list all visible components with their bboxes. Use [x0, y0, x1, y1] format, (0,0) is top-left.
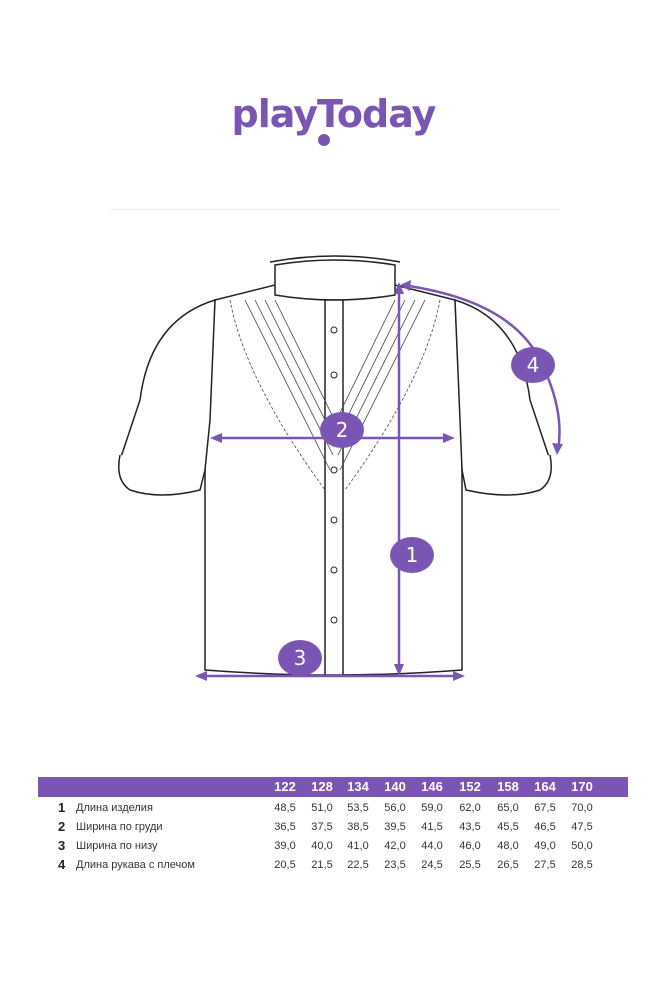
table-cell: 47,5 [571, 821, 593, 833]
row-label: Длина изделия [76, 802, 153, 814]
table-cell: 62,0 [459, 802, 481, 814]
table-cell: 48,0 [497, 840, 519, 852]
svg-text:3: 3 [294, 646, 307, 670]
table-cell: 20,5 [274, 859, 296, 871]
table-cell: 49,0 [534, 840, 556, 852]
table-cell: 39,5 [384, 821, 406, 833]
row-number: 4 [58, 857, 66, 872]
row-number: 1 [58, 800, 66, 815]
size-header-146: 146 [421, 779, 443, 794]
divider [110, 209, 560, 210]
measure-marker-4: 4 [511, 347, 555, 383]
table-cell: 65,0 [497, 802, 519, 814]
size-header-128: 128 [311, 779, 333, 794]
size-header-152: 152 [459, 779, 481, 794]
table-cell: 39,0 [274, 840, 296, 852]
table-cell: 24,5 [421, 859, 443, 871]
table-cell: 70,0 [571, 802, 593, 814]
svg-text:2: 2 [336, 418, 349, 442]
table-cell: 41,5 [421, 821, 443, 833]
table-cell: 46,5 [534, 821, 556, 833]
row-label: Длина рукава с плечом [76, 859, 195, 871]
table-cell: 53,5 [347, 802, 369, 814]
measure-marker-1: 1 [390, 537, 434, 573]
size-header-122: 122 [274, 779, 296, 794]
table-cell: 44,0 [421, 840, 443, 852]
row-label: Ширина по груди [76, 821, 163, 833]
table-cell: 50,0 [571, 840, 593, 852]
size-table-header [38, 777, 628, 797]
brand-logo: playToday [231, 92, 437, 136]
table-cell: 36,5 [274, 821, 296, 833]
table-cell: 27,5 [534, 859, 556, 871]
size-header-134: 134 [347, 779, 369, 794]
table-cell: 56,0 [384, 802, 406, 814]
table-cell: 26,5 [497, 859, 519, 871]
row-label: Ширина по низу [76, 840, 158, 852]
table-cell: 59,0 [421, 802, 443, 814]
table-cell: 43,5 [459, 821, 481, 833]
size-header-140: 140 [384, 779, 406, 794]
measure-marker-3: 3 [278, 640, 322, 676]
size-header-164: 164 [534, 779, 556, 794]
table-cell: 67,5 [534, 802, 556, 814]
table-cell: 28,5 [571, 859, 593, 871]
svg-text:1: 1 [406, 543, 419, 567]
table-cell: 37,5 [311, 821, 333, 833]
arrowheads [195, 280, 563, 681]
table-cell: 23,5 [384, 859, 406, 871]
table-cell: 41,0 [347, 840, 369, 852]
blouse-outline [118, 255, 552, 676]
size-header-170: 170 [571, 779, 593, 794]
measure-marker-2: 2 [320, 412, 364, 448]
svg-text:4: 4 [527, 353, 540, 377]
table-cell: 22,5 [347, 859, 369, 871]
logo-dot [318, 134, 330, 146]
table-cell: 48,5 [274, 802, 296, 814]
table-cell: 25,5 [459, 859, 481, 871]
table-cell: 51,0 [311, 802, 333, 814]
table-cell: 42,0 [384, 840, 406, 852]
table-cell: 45,5 [497, 821, 519, 833]
table-cell: 21,5 [311, 859, 333, 871]
blouse-sketch: 1 2 3 4 [118, 255, 563, 681]
table-cell: 46,0 [459, 840, 481, 852]
row-number: 2 [58, 819, 66, 834]
table-cell: 38,5 [347, 821, 369, 833]
row-number: 3 [58, 838, 66, 853]
size-header-158: 158 [497, 779, 519, 794]
table-cell: 40,0 [311, 840, 333, 852]
